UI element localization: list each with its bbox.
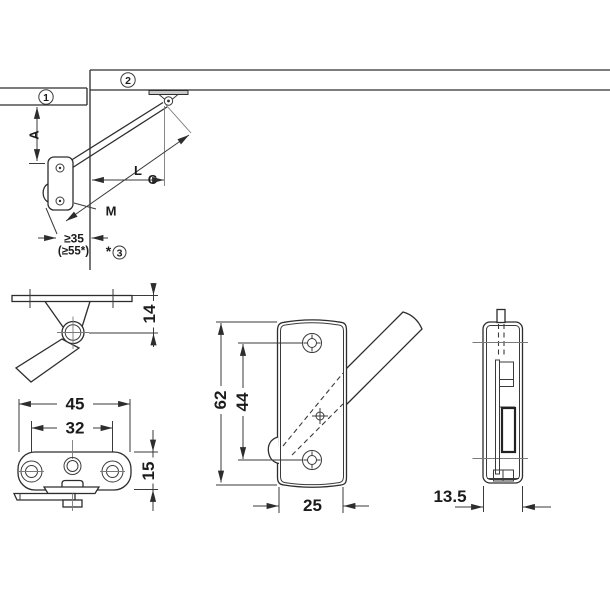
point-m-label: M	[106, 204, 117, 219]
installation-diagram: 1 2	[0, 69, 610, 270]
dimension-min-clearance: ≥35 (≥55*)	[38, 207, 108, 258]
dimension-l-label: L	[134, 163, 142, 178]
dimension-c: C	[91, 106, 165, 187]
point-m: M	[73, 202, 117, 219]
dimension-13-5: 13.5	[433, 486, 551, 512]
dimension-l: L	[65, 104, 192, 222]
side-view-flap-mount: 13.5	[433, 308, 551, 512]
flap-mount-plate-front	[276, 319, 348, 488]
hidden-arm-edge-1	[282, 372, 344, 447]
dimension-32-value: 32	[66, 419, 85, 438]
dimension-25: 25	[253, 487, 369, 515]
arm-tip-side	[496, 308, 506, 324]
dimension-15-value: 15	[139, 462, 158, 481]
dimension-14-value: 14	[140, 304, 159, 323]
dimension-c-label: C	[148, 172, 158, 187]
dimension-14: 14	[89, 283, 159, 347]
plan-view-flap-mount: 45 32	[12, 395, 158, 511]
dimension-15: 15	[134, 430, 158, 511]
stay-arm-side-view	[14, 338, 81, 383]
pivot-boss	[57, 316, 89, 349]
dimension-45-value: 45	[66, 395, 85, 414]
screw-hole-right	[100, 460, 125, 483]
hidden-arm-edge-2	[291, 403, 344, 456]
flap-mount-plate-schematic	[42, 156, 74, 211]
front-view-flap-mount: 62 44 25	[211, 311, 423, 515]
min-opening-angle-value: (≥55*)	[58, 246, 89, 258]
callout-3: * 3	[106, 243, 127, 260]
dimension-62: 62	[211, 321, 277, 486]
pivot-bracket-plan	[12, 479, 101, 511]
dimension-13-5-value: 13.5	[433, 487, 466, 506]
dimension-44: 44	[233, 342, 303, 461]
open-flap-panel	[0, 87, 88, 106]
center-hole	[63, 440, 82, 475]
dimension-44-value: 44	[233, 392, 252, 411]
dimension-a: A	[27, 106, 45, 164]
dimension-25-value: 25	[303, 496, 322, 515]
callout-2: 2	[120, 72, 136, 88]
callout-2-number: 2	[125, 75, 131, 87]
top-mount-plate-bar	[11, 294, 133, 303]
dimension-45: 45	[18, 395, 131, 452]
center-drilling-mark	[312, 408, 328, 424]
internal-mechanism	[487, 359, 519, 482]
side-view-top-mount: 14	[11, 283, 159, 383]
arm-pivot	[163, 96, 174, 106]
callout-1-number: 1	[43, 92, 49, 104]
pivot-housing-bump	[267, 436, 280, 465]
dimension-a-label: A	[27, 130, 42, 140]
callout-3-asterisk: *	[106, 243, 112, 259]
top-mount-plate-schematic	[148, 90, 189, 100]
screw-hole-left	[19, 460, 44, 483]
callout-3-number: 3	[117, 247, 123, 259]
stay-arm-front-view	[344, 311, 423, 408]
min-clearance-value: ≥35	[64, 232, 84, 246]
dimension-62-value: 62	[211, 391, 230, 410]
callout-1: 1	[38, 89, 54, 105]
